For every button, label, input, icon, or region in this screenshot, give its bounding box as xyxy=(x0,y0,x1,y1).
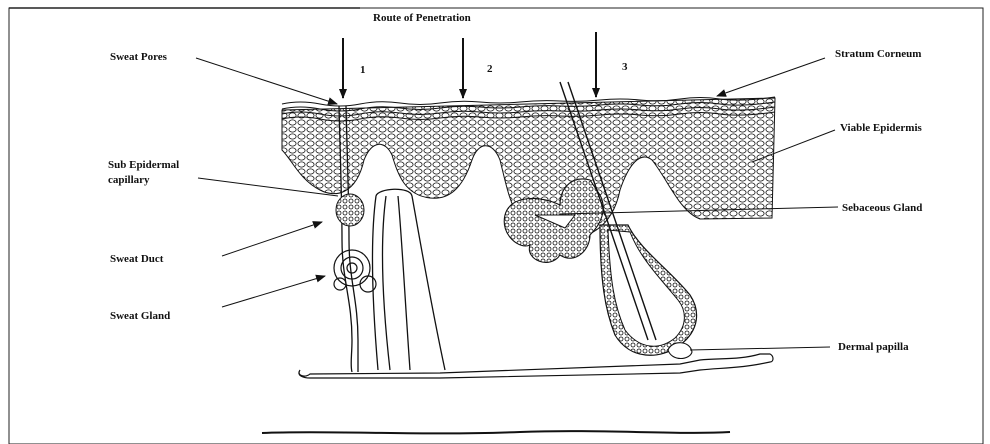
diagram-title: Route of Penetration xyxy=(373,12,471,24)
route-1-label: 1 xyxy=(360,64,366,76)
label-sweat-duct: Sweat Duct xyxy=(110,253,164,265)
frame-border xyxy=(9,8,983,444)
label-dermal-papilla: Dermal papilla xyxy=(838,341,909,353)
label-sweat-pores: Sweat Pores xyxy=(110,51,168,63)
pointer-sweat-pores xyxy=(196,58,337,104)
pointer-sweat-gland xyxy=(222,276,325,307)
sub-epidermal-capillary xyxy=(336,194,364,226)
pointer-stratum-corneum xyxy=(717,58,825,96)
label-stratum-corneum: Stratum Corneum xyxy=(835,48,921,60)
capillary-strip xyxy=(299,354,773,378)
sweat-gland-coil xyxy=(334,250,376,292)
base-line xyxy=(262,431,730,433)
pointer-sweat-duct xyxy=(222,222,322,256)
route-arrows xyxy=(343,32,596,98)
dermal-papilla xyxy=(668,343,692,359)
label-sub-epidermal-line1: Sub Epidermal xyxy=(108,159,179,171)
label-sub-epidermal-line2: capillary xyxy=(108,174,150,186)
route-2-label: 2 xyxy=(487,63,493,75)
route-3-label: 3 xyxy=(622,61,628,73)
label-viable-epidermis: Viable Epidermis xyxy=(840,122,923,134)
pointer-dermal-papilla xyxy=(690,347,830,350)
label-sebaceous-gland: Sebaceous Gland xyxy=(842,202,922,214)
label-sweat-gland: Sweat Gland xyxy=(110,310,170,322)
papilla-shaft xyxy=(372,189,445,370)
